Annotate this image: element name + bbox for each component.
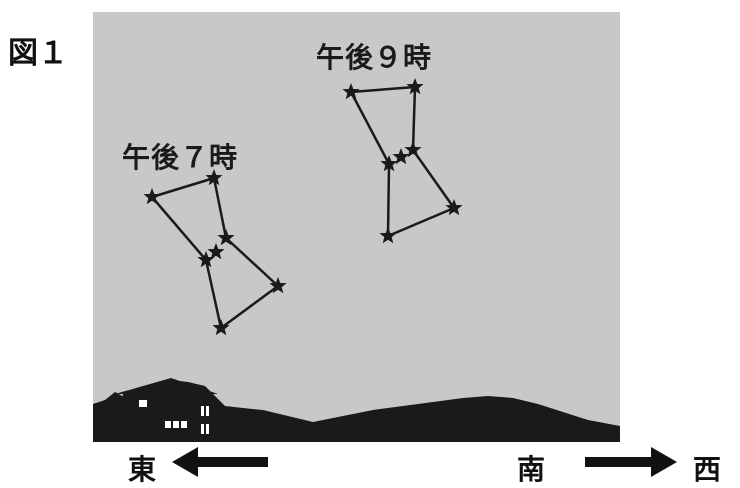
direction-west-label: 西 (693, 453, 722, 486)
sky-background (93, 12, 620, 442)
arrow-right-icon (585, 447, 677, 477)
arrow-left-icon (172, 447, 268, 477)
direction-east-label: 東 (128, 453, 157, 486)
direction-south-label: 南 (517, 453, 546, 486)
time-label-9pm: 午後９時 (316, 41, 433, 74)
constellation-7pm (151, 176, 279, 330)
constellation-9pm (349, 85, 456, 238)
sky-panel (93, 12, 620, 442)
figure-label: 図１ (8, 36, 68, 71)
landscape-silhouette (93, 378, 620, 442)
time-label-7pm: 午後７時 (122, 141, 239, 174)
